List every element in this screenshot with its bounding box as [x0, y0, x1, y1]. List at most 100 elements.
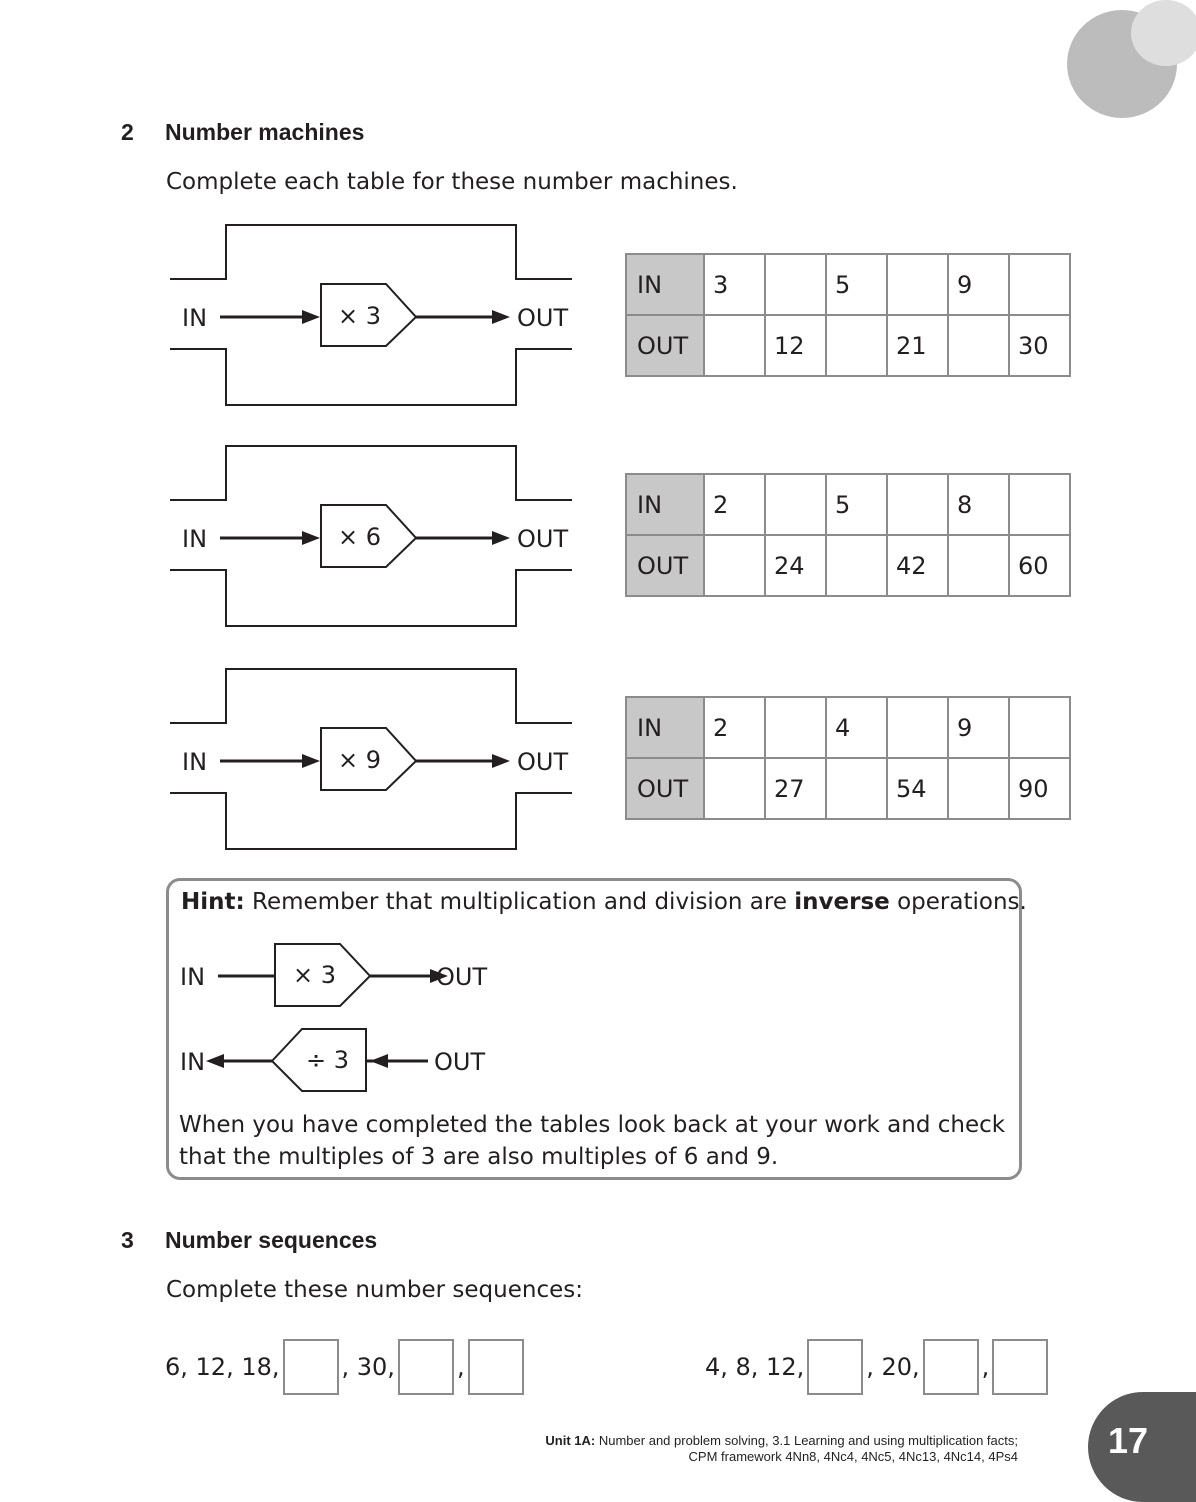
hint-forward-machine: IN × 3 OUT	[180, 943, 487, 1007]
hint-text: that the multiples of 3 are also multipl…	[179, 1144, 779, 1170]
machine-out-label: OUT	[517, 525, 568, 553]
hint-text: Remember that multiplication and divisio…	[244, 889, 795, 915]
answer-cell[interactable]	[886, 253, 949, 316]
machine-in-label: IN	[182, 748, 207, 776]
machine-out-label: OUT	[517, 748, 568, 776]
answer-cell[interactable]	[1008, 696, 1071, 759]
answer-cell[interactable]	[947, 757, 1010, 820]
table-cell: 5	[825, 473, 888, 536]
table-cell: OUT	[625, 757, 705, 820]
table-cell: IN	[625, 696, 705, 759]
page-number: 17	[1108, 1420, 1149, 1461]
answer-cell[interactable]	[886, 473, 949, 536]
sequence-text: ,	[456, 1353, 465, 1381]
table-cell: 42	[886, 534, 949, 597]
number-machine: IN × 3 OUT	[170, 224, 572, 406]
machine-operation-label: × 6	[338, 523, 381, 551]
answer-cell[interactable]	[886, 696, 949, 759]
answer-box[interactable]	[397, 1339, 454, 1395]
question-number: 3	[121, 1227, 134, 1253]
answer-cell[interactable]	[1008, 253, 1071, 316]
io-table: IN 3 5 9 OUT 12 21 30	[625, 253, 1071, 377]
table-cell: 2	[703, 696, 766, 759]
table-cell: 9	[947, 696, 1010, 759]
machine-operation-box	[320, 283, 418, 347]
machine-in-label: IN	[182, 304, 207, 332]
hint-inverse-machine: IN ÷ 3 OUT	[180, 1028, 485, 1092]
answer-cell[interactable]	[764, 473, 827, 536]
table-cell: 21	[886, 314, 949, 377]
hint-in-label: IN	[180, 963, 205, 991]
answer-cell[interactable]	[764, 696, 827, 759]
number-sequence: 6, 12, 18, , 30, ,	[165, 1338, 527, 1396]
machine-operation-label: × 3	[338, 302, 381, 330]
hint-line-1: Hint: Remember that multiplication and d…	[181, 889, 1027, 915]
table-cell: IN	[625, 473, 705, 536]
hint-bold-word: inverse	[794, 889, 890, 915]
table-row-out: OUT 12 21 30	[625, 314, 1071, 377]
hint-out-label: OUT	[436, 963, 487, 991]
hint-text: operations.	[889, 889, 1027, 915]
table-cell: 9	[947, 253, 1010, 316]
table-cell: 4	[825, 696, 888, 759]
number-sequence: 4, 8, 12, , 20, ,	[705, 1338, 1051, 1396]
sequence-text: , 20,	[866, 1353, 920, 1381]
page-number-badge	[1088, 1392, 1196, 1502]
table-row-in: IN 2 4 9	[625, 696, 1071, 759]
footer-unit-label: Unit 1A:	[545, 1433, 596, 1448]
table-row-out: OUT 24 42 60	[625, 534, 1071, 597]
number-machine: IN × 6 OUT	[170, 445, 572, 627]
answer-box[interactable]	[282, 1339, 339, 1395]
answer-cell[interactable]	[703, 314, 766, 377]
question-number: 2	[121, 119, 134, 145]
answer-box[interactable]	[992, 1339, 1049, 1395]
table-cell: 90	[1008, 757, 1071, 820]
hint-operation-box	[270, 1028, 367, 1092]
machine-operation-box	[320, 504, 418, 568]
answer-cell[interactable]	[1008, 473, 1071, 536]
answer-box[interactable]	[467, 1339, 524, 1395]
table-cell: 30	[1008, 314, 1071, 377]
answer-box[interactable]	[922, 1339, 979, 1395]
machine-operation-box	[320, 727, 418, 791]
answer-cell[interactable]	[825, 534, 888, 597]
table-cell: 24	[764, 534, 827, 597]
table-cell: OUT	[625, 534, 705, 597]
answer-box[interactable]	[807, 1339, 864, 1395]
sequence-text: ,	[981, 1353, 990, 1381]
hint-label: Hint:	[181, 889, 245, 915]
decorative-circle-small	[1131, 0, 1196, 66]
hint-operation-box	[274, 943, 372, 1007]
answer-cell[interactable]	[764, 253, 827, 316]
table-cell: 5	[825, 253, 888, 316]
question-instruction: Complete these number sequences:	[166, 1277, 583, 1303]
machine-in-label: IN	[182, 525, 207, 553]
hint-in-label: IN	[180, 1048, 205, 1076]
machine-operation-label: × 9	[338, 746, 381, 774]
hint-box	[166, 878, 1022, 1180]
number-machine: IN × 9 OUT	[170, 668, 572, 850]
table-cell: 27	[764, 757, 827, 820]
footer: Unit 1A: Number and problem solving, 3.1…	[545, 1433, 1018, 1465]
table-row-out: OUT 27 54 90	[625, 757, 1071, 820]
table-cell: OUT	[625, 314, 705, 377]
table-cell: 2	[703, 473, 766, 536]
hint-text: When you have completed the tables look …	[179, 1112, 1006, 1138]
table-cell: 54	[886, 757, 949, 820]
answer-cell[interactable]	[703, 534, 766, 597]
table-cell: IN	[625, 253, 705, 316]
answer-cell[interactable]	[825, 757, 888, 820]
answer-cell[interactable]	[947, 314, 1010, 377]
table-row-in: IN 3 5 9	[625, 253, 1071, 316]
hint-operation-label: × 3	[293, 961, 336, 989]
sequence-text: 6, 12, 18,	[165, 1353, 280, 1381]
table-row-in: IN 2 5 8	[625, 473, 1071, 536]
answer-cell[interactable]	[947, 534, 1010, 597]
question-title: Number sequences	[165, 1227, 378, 1253]
sequence-text: , 30,	[341, 1353, 395, 1381]
answer-cell[interactable]	[825, 314, 888, 377]
table-cell: 3	[703, 253, 766, 316]
io-table: IN 2 5 8 OUT 24 42 60	[625, 473, 1071, 597]
table-cell: 8	[947, 473, 1010, 536]
answer-cell[interactable]	[703, 757, 766, 820]
